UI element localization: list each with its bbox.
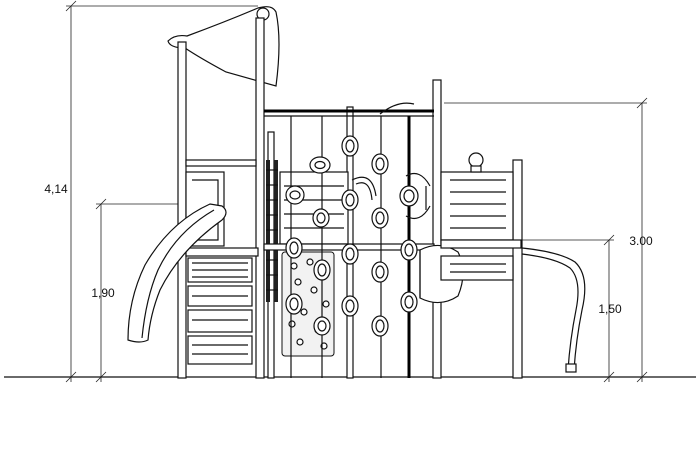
telescope-toy [468,152,484,173]
left-tower-lower-slats [185,247,259,365]
tower-posts [177,17,523,379]
curved-fireman-pole [521,247,586,373]
monkey-bar-frame [264,102,434,117]
roof-canopy [167,6,280,87]
dimension-label-total: 4,14 [44,182,68,196]
right-tower-panel [440,171,522,281]
dimension-total-height: 4,14 [44,0,258,383]
curved-climbing-bars [351,173,431,219]
dimension-deck-height: 1,50 [520,234,622,383]
dimension-label-platform: 1,90 [91,286,115,300]
climbing-rings [285,135,419,337]
spiral-slide [127,203,227,343]
dimension-label-roof: 3.00 [629,234,653,248]
dimension-label-deck: 1,50 [598,302,622,316]
dimension-roof-height: 3.00 [444,97,653,383]
vertical-ladder [266,160,278,302]
dimension-platform-height: 1,90 [91,198,180,383]
